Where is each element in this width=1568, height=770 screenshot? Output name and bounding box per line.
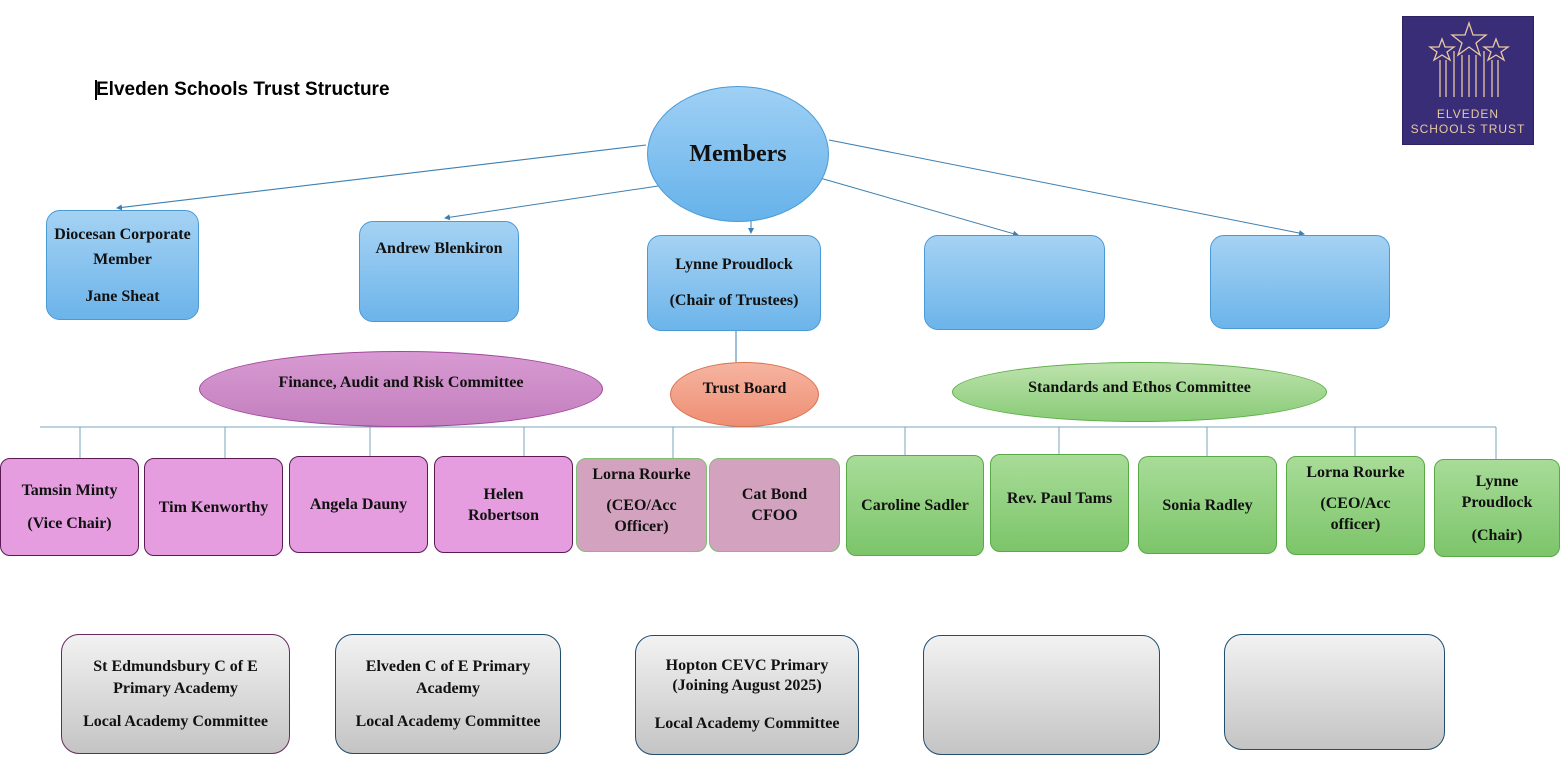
academy-name: (Joining August 2025) [672, 677, 822, 694]
trustee-role: (Chair) [1471, 526, 1523, 544]
trustee-box: Rev. Paul Tams [990, 454, 1129, 552]
trustee-role: CFOO [751, 507, 798, 524]
text-cursor [95, 80, 97, 100]
trustee-name: Lynne [1475, 472, 1519, 490]
trustee-box: Tim Kenworthy [144, 458, 283, 556]
trustee-name: Proudlock [1461, 493, 1533, 511]
standards-committee: Standards and Ethos Committee [952, 362, 1327, 422]
academy-committee: Local Academy Committee [355, 712, 541, 730]
trustee-box: Angela Dauny [289, 456, 428, 553]
trustee-box: Tamsin Minty (Vice Chair) [0, 458, 139, 556]
member-line: Diocesan Corporate [54, 225, 191, 243]
member-box-diocesan: Diocesan Corporate Member Jane Sheat [46, 210, 199, 320]
standards-committee-label: Standards and Ethos Committee [1028, 379, 1251, 396]
member-box-proudlock: Lynne Proudlock (Chair of Trustees) [647, 235, 821, 331]
trustee-name: Cat Bond [741, 486, 808, 503]
trustee-box: Lynne Proudlock (Chair) [1434, 459, 1560, 557]
trustee-name: Robertson [467, 506, 540, 524]
member-box-blenkiron: Andrew Blenkiron [359, 221, 519, 322]
academy-box: Elveden C of E Primary Academy Local Aca… [335, 634, 561, 754]
connector-members-blenkiron [444, 185, 659, 221]
trust-logo: ELVEDEN SCHOOLS TRUST [1402, 16, 1534, 145]
trustee-role: (Vice Chair) [27, 515, 112, 532]
members-node: Members [647, 86, 829, 222]
academy-box-vacant [923, 635, 1160, 755]
stars-icon [1427, 21, 1511, 97]
member-name: Jane Sheat [85, 287, 160, 305]
member-name: Lynne Proudlock [675, 256, 793, 273]
connector-members-box5 [828, 139, 1305, 236]
academy-name: Primary Academy [113, 679, 238, 697]
trustee-name: Rev. Paul Tams [1006, 489, 1113, 507]
trustee-box: Lorna Rourke (CEO/Acc officer) [1286, 456, 1425, 555]
academy-committee: Local Academy Committee [654, 715, 840, 732]
member-role: (Chair of Trustees) [669, 292, 799, 309]
academy-name: Academy [416, 679, 480, 697]
trustee-name: Sonia Radley [1162, 496, 1253, 514]
trustee-name: Tamsin Minty [21, 482, 118, 499]
academy-committee: Local Academy Committee [83, 712, 268, 730]
academy-name: Elveden C of E Primary [365, 657, 531, 675]
trustee-role: officer) [1330, 516, 1381, 533]
finance-committee: Finance, Audit and Risk Committee [199, 351, 603, 427]
trust-board: Trust Board [670, 362, 819, 427]
trust-board-label: Trust Board [702, 379, 787, 397]
member-line: Member [93, 250, 152, 268]
trustee-name: Caroline Sadler [861, 497, 969, 514]
academy-name: St Edmundsbury C of E [93, 657, 258, 675]
page-title: Elveden Schools Trust Structure [96, 79, 390, 100]
trustee-role: (CEO/Acc [1320, 495, 1391, 512]
academy-box-vacant [1224, 634, 1445, 750]
members-label: Members [689, 140, 787, 167]
trustee-box: Sonia Radley [1138, 456, 1277, 554]
academy-name: Hopton CEVC Primary [665, 657, 829, 674]
connector-members-box4 [819, 177, 1019, 237]
trustee-box: Caroline Sadler [846, 455, 984, 556]
academy-box: Hopton CEVC Primary (Joining August 2025… [635, 635, 859, 755]
trustee-name: Angela Dauny [309, 496, 408, 513]
trustee-box: Helen Robertson [434, 456, 573, 553]
trustee-name: Tim Kenworthy [158, 498, 269, 516]
trustee-name: Lorna Rourke [1306, 464, 1405, 481]
trustee-box: Cat Bond CFOO [709, 458, 840, 552]
member-box-vacant-1 [924, 235, 1105, 330]
academy-box: St Edmundsbury C of E Primary Academy Lo… [61, 634, 290, 754]
trustee-name: Lorna Rourke [592, 466, 691, 483]
member-box-vacant-2 [1210, 235, 1390, 329]
trustee-role: (CEO/Acc [606, 497, 677, 514]
logo-text-line2: SCHOOLS TRUST [1410, 122, 1526, 136]
trustee-name: Helen [483, 485, 524, 503]
finance-committee-label: Finance, Audit and Risk Committee [278, 374, 524, 391]
member-name: Andrew Blenkiron [375, 240, 503, 257]
logo-text-line1: ELVEDEN [1436, 107, 1500, 121]
trustee-box: Lorna Rourke (CEO/Acc Officer) [576, 458, 707, 552]
connector-members-diocesan [116, 144, 647, 211]
trustee-role: Officer) [614, 518, 669, 535]
